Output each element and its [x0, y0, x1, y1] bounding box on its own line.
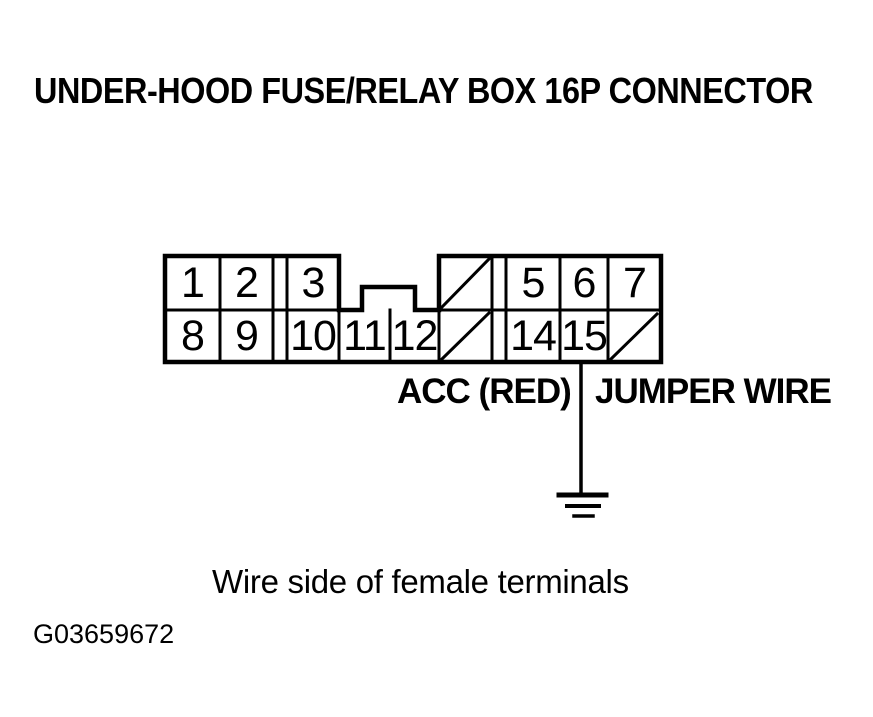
- page-title: UNDER-HOOD FUSE/RELAY BOX 16P CONNECTOR: [34, 70, 813, 111]
- terminal-cell-12: 12: [391, 311, 439, 360]
- wire-label-acc: ACC (RED): [397, 372, 572, 411]
- terminal-cell-8: 8: [181, 311, 205, 360]
- terminal-cell-5: 5: [521, 258, 546, 307]
- figure-caption: Wire side of female terminals: [212, 563, 629, 600]
- terminal-cell-14: 14: [510, 311, 557, 360]
- terminal-cell-9: 9: [235, 311, 259, 360]
- ground-icon: [556, 492, 609, 518]
- terminal-cell-10: 10: [290, 311, 337, 360]
- no-terminal-slash-4: [439, 256, 492, 310]
- terminal-cell-1: 1: [181, 258, 205, 307]
- terminal-cell-3: 3: [301, 258, 326, 307]
- terminal-cell-2: 2: [235, 258, 259, 307]
- cell-divider-lines: [218, 254, 610, 364]
- terminal-cell-15: 15: [561, 311, 608, 360]
- terminal-cell-11: 11: [343, 311, 387, 360]
- wire-label-jumper: JUMPER WIRE: [595, 372, 832, 411]
- terminal-cell-7: 7: [623, 258, 647, 307]
- terminal-cell-6: 6: [572, 258, 597, 307]
- figure-id: G03659672: [33, 619, 175, 649]
- no-terminal-slash-16: [608, 311, 660, 362]
- no-terminal-slash-13: [439, 310, 492, 362]
